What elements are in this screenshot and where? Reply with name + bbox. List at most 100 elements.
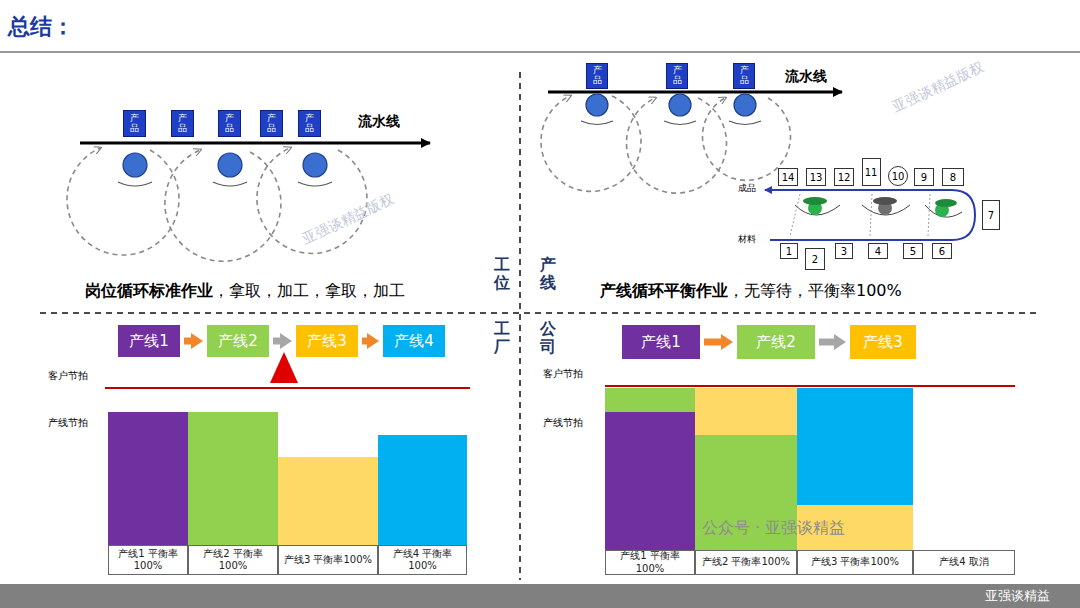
- node-text: 产品: [740, 66, 749, 86]
- flow-arrow: [819, 339, 836, 346]
- bottleneck-triangle: [270, 352, 298, 383]
- node-text: 2: [812, 254, 818, 265]
- level-label: 工位: [494, 256, 510, 291]
- station-box: 11: [862, 158, 881, 186]
- table-cell: 产线4 平衡率100%: [378, 545, 467, 575]
- node-text: 产线1: [641, 333, 681, 352]
- flow-arrow: [184, 338, 193, 345]
- node-text: 产线3: [863, 333, 903, 352]
- axis-label: 客户节拍: [48, 370, 88, 382]
- node-text: 1: [786, 246, 792, 257]
- product-box: 产品: [260, 110, 283, 137]
- flow-arrow: [273, 338, 282, 345]
- table-cell: 产线3 平衡率100%: [797, 550, 913, 575]
- bars-right: [605, 388, 913, 550]
- station-box: 12: [834, 168, 854, 186]
- caption: ，无等待，平衡率100%: [728, 281, 902, 300]
- node-text: 3: [841, 246, 847, 257]
- axis-label: 产线节拍: [543, 417, 583, 429]
- product-box: 产品: [171, 110, 194, 137]
- flow-arrow: [362, 338, 369, 345]
- station-box: 10: [888, 166, 908, 186]
- product-box: 产品: [298, 110, 321, 137]
- table-cell: 产线2 平衡率100%: [188, 545, 278, 575]
- node-text: 产线3: [307, 332, 347, 351]
- conveyor-label: 流水线: [358, 113, 400, 130]
- footer-text: 亚强谈精益: [985, 588, 1050, 604]
- title-rule: [0, 52, 1080, 53]
- bars-left: [108, 412, 467, 545]
- node-text: 12: [838, 172, 851, 183]
- u-line: [765, 190, 975, 240]
- station-box: 2: [805, 248, 825, 270]
- node-text: 7: [988, 210, 994, 221]
- station-box: 13: [806, 168, 826, 186]
- node-text: 10: [892, 171, 905, 182]
- line-box: 产线1: [118, 325, 180, 357]
- line-box: 产线3: [296, 325, 358, 357]
- line-box: 产线2: [207, 325, 269, 357]
- watermark: 亚强谈精益版权: [300, 191, 396, 248]
- product-box: 产品: [586, 63, 608, 89]
- watermark: 亚强谈精益版权: [890, 59, 986, 116]
- caption: 岗位循环标准作业: [85, 281, 213, 300]
- flow-label: 成品: [738, 183, 756, 194]
- line-box: 产线1: [622, 325, 700, 359]
- conveyor-label: 流水线: [785, 68, 827, 85]
- node-text: 产品: [267, 114, 276, 134]
- node-text: 产品: [130, 114, 139, 134]
- station-box: 4: [868, 243, 888, 259]
- node-text: 产品: [305, 114, 314, 134]
- station-box: 9: [914, 168, 934, 186]
- takt-line: [605, 385, 1015, 387]
- station-box: 5: [903, 243, 923, 259]
- node-text: 产品: [673, 66, 682, 86]
- footer-bar: [0, 584, 1080, 608]
- node-text: 产品: [178, 114, 187, 134]
- station-box: 8: [942, 168, 964, 186]
- table-cell: 产线3 平衡率100%: [278, 545, 378, 575]
- loops: [67, 96, 791, 261]
- divider: [519, 72, 521, 580]
- divider: [40, 312, 1040, 314]
- title: 总结：: [8, 14, 74, 40]
- level-label: 产线: [540, 256, 556, 291]
- product-box: 产品: [123, 110, 146, 137]
- watermark: 公众号 · 亚强谈精益: [702, 518, 845, 537]
- product-box: 产品: [218, 110, 241, 137]
- station-box: 1: [780, 243, 798, 259]
- node-text: 5: [910, 246, 916, 257]
- product-box: 产品: [733, 63, 755, 89]
- product-box: 产品: [666, 63, 688, 89]
- worker-arms: [118, 121, 761, 186]
- flow-label: 材料: [738, 234, 756, 245]
- level-label: 公司: [540, 320, 556, 355]
- u-line-operators: [790, 194, 962, 236]
- table-cell: 产线4 取消: [913, 550, 1015, 575]
- node-text: 4: [875, 246, 881, 257]
- node-text: 产线2: [756, 333, 796, 352]
- node-text: 产品: [225, 114, 234, 134]
- conveyor: [80, 142, 430, 145]
- table-cell: 产线1 平衡率 100%: [108, 545, 188, 575]
- node-text: 9: [921, 172, 927, 183]
- line-box: 产线2: [737, 325, 815, 359]
- station-box: 3: [835, 243, 853, 259]
- station-box: 14: [778, 168, 798, 186]
- axis-label: 客户节拍: [543, 368, 583, 380]
- station-box: 6: [932, 243, 952, 259]
- node-text: 13: [810, 172, 823, 183]
- takt-line: [105, 387, 470, 389]
- table-cell: 产线2 平衡率100%: [695, 550, 797, 575]
- axis-label: 产线节拍: [48, 417, 88, 429]
- node-text: 14: [782, 172, 795, 183]
- workers: [123, 94, 756, 177]
- line-box: 产线3: [850, 325, 916, 359]
- node-text: 产品: [593, 66, 602, 86]
- node-text: 产线2: [218, 332, 258, 351]
- node-text: 产线4: [394, 332, 434, 351]
- station-box: 7: [982, 200, 1000, 230]
- conveyor: [548, 91, 842, 94]
- level-label: 工厂: [494, 320, 510, 355]
- node-text: 6: [939, 246, 945, 257]
